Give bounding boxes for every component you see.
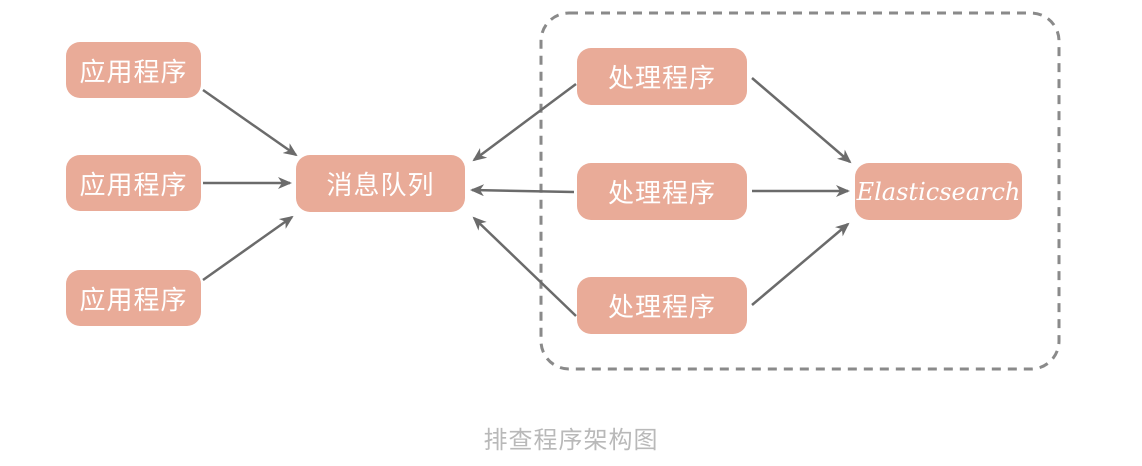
diagram-caption: 排查程序架构图	[483, 426, 659, 454]
processor-node-1: 处理程序	[577, 48, 747, 105]
arrow-proc3-to-es	[751, 222, 850, 306]
arrow-proc1-to-es	[751, 77, 852, 164]
arrow-app1-to-queue	[202, 88, 298, 157]
arrow-proc1-to-queue	[472, 82, 577, 162]
app-node-2: 应用程序	[66, 155, 201, 211]
app-node-3: 应用程序	[66, 270, 201, 326]
message-queue-node: 消息队列	[296, 155, 465, 212]
arrow-app3-to-queue	[202, 215, 294, 282]
arrow-proc2-to-queue	[470, 184, 575, 197]
processor-node-2: 处理程序	[577, 163, 747, 220]
processor-node-3: 处理程序	[577, 277, 747, 334]
app-node-1: 应用程序	[66, 42, 201, 98]
elasticsearch-node: Elasticsearch	[855, 163, 1022, 220]
arrow-proc3-to-queue	[472, 216, 577, 317]
